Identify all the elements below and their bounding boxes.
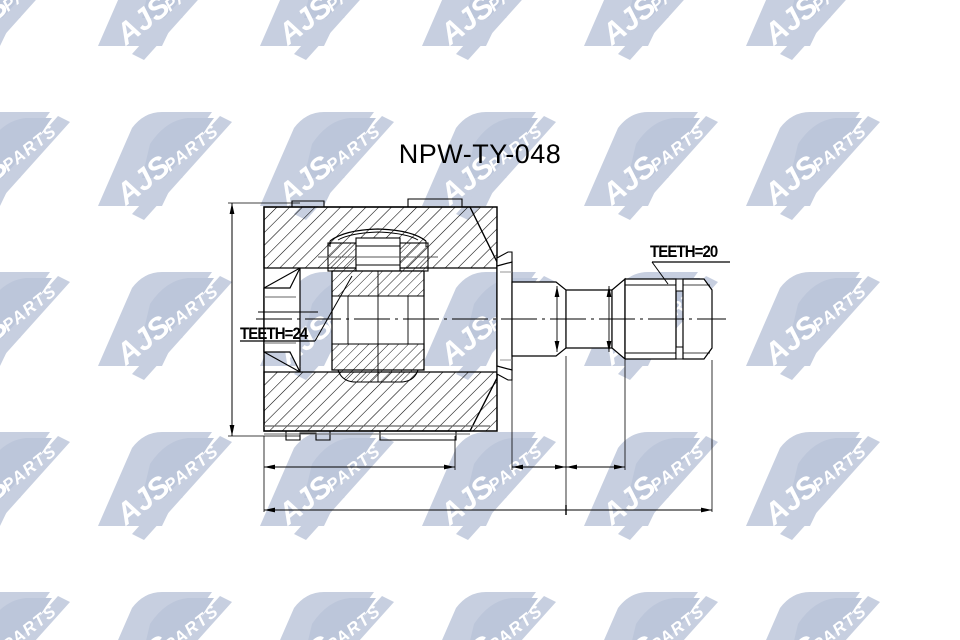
teeth-inner-label: TEETH=24 xyxy=(240,324,308,343)
teeth-outer-label: TEETH=20 xyxy=(650,242,718,261)
page-title: NPW-TY-048 xyxy=(398,139,562,169)
flange-body xyxy=(496,261,513,371)
housing-cavity-left xyxy=(263,267,301,373)
bearing-dome-cap xyxy=(329,228,427,242)
housing-bottom-notch-right xyxy=(379,431,457,441)
stub-shaft-group xyxy=(511,261,730,361)
bearing-barrel xyxy=(355,237,401,272)
housing-top-step-left xyxy=(291,200,325,207)
boot-flange-group xyxy=(496,251,513,381)
housing-bottom-notch-left xyxy=(285,431,331,441)
snap-ring-groove-bottom xyxy=(675,346,684,360)
bearing-dome-inner xyxy=(337,231,419,241)
snap-ring-groove-top xyxy=(675,278,684,292)
housing-top-step-right xyxy=(407,198,463,207)
